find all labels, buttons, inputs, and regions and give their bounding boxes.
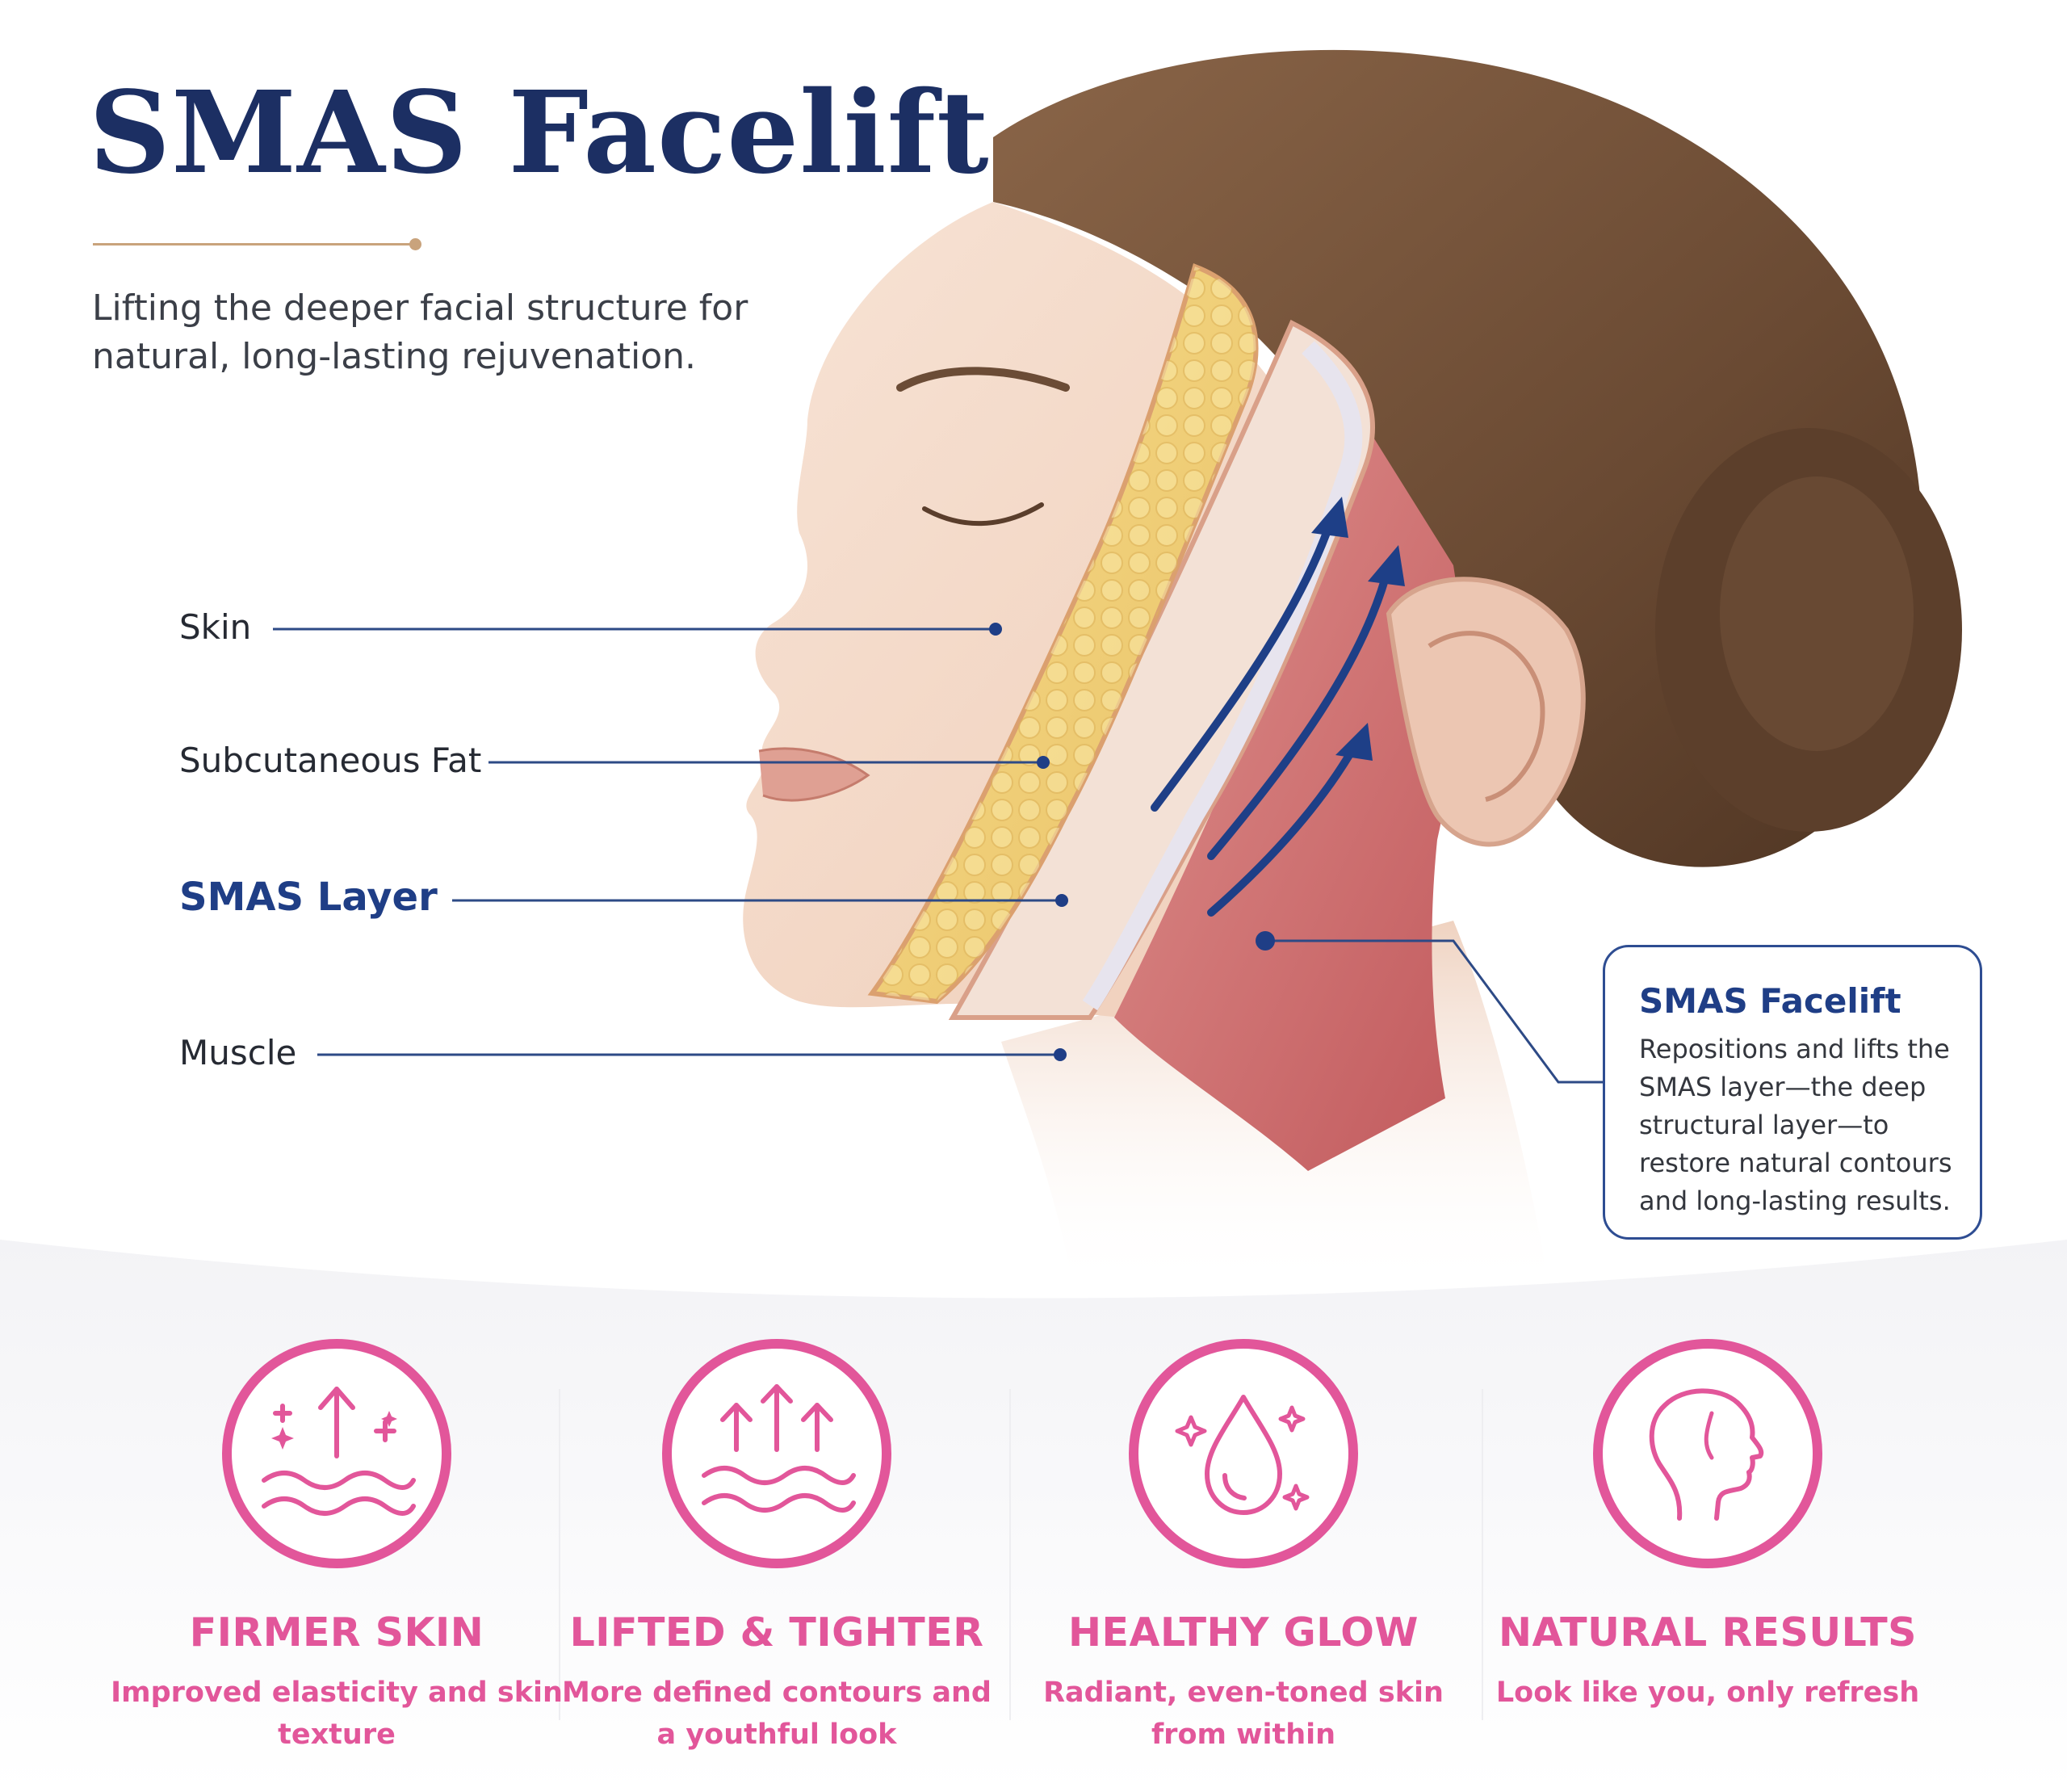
benefit-description: Look like you, only refresh: [1495, 1677, 1920, 1709]
page-title: SMAS Facelift: [89, 67, 990, 199]
benefit-title: HEALTHY GLOW: [1068, 1609, 1419, 1656]
smas-facelift-callout: SMAS Facelift Repositions and lifts the …: [1603, 945, 1982, 1240]
callout-text: Repositions and lifts the SMAS layer—the…: [1639, 1034, 1952, 1216]
bottom-curve-band: [0, 1240, 2067, 1792]
triple-up-arrows-waves-icon: [662, 1339, 891, 1568]
eyebrow: [896, 367, 1070, 392]
benefit-description: Radiant, even-toned skin from within: [1043, 1677, 1444, 1751]
ear: [1386, 577, 1586, 847]
pointer-lines: [273, 627, 1603, 1084]
skin-waves-up-arrow-icon: [222, 1339, 451, 1568]
lift-arrows: [1151, 513, 1393, 917]
label-smas-layer: SMAS Layer: [179, 875, 438, 920]
benefit-natural-results: NATURAL RESULTS Look like you, only refr…: [1482, 1337, 1934, 1714]
closed-eye: [922, 502, 1044, 527]
water-drop-sparkles-icon: [1129, 1339, 1358, 1568]
benefit-lifted-tighter: LIFTED & TIGHTER More defined contours a…: [551, 1337, 1003, 1756]
label-muscle: Muscle: [179, 1033, 297, 1072]
title-underline: [93, 243, 416, 246]
page-subtitle: Lifting the deeper facial structure for …: [92, 287, 748, 377]
callout-title: SMAS Facelift: [1639, 981, 1901, 1021]
title-underline-dot: [409, 238, 421, 250]
benefit-title: NATURAL RESULTS: [1499, 1609, 1917, 1656]
benefit-healthy-glow: HEALTHY GLOW Radiant, even-toned skin fr…: [1017, 1337, 1470, 1756]
label-subcutaneous-fat: Subcutaneous Fat: [179, 741, 482, 780]
face-profile-icon: [1593, 1339, 1822, 1568]
benefit-description: Improved elasticity and skin texture: [111, 1677, 563, 1751]
label-skin: Skin: [179, 607, 252, 647]
benefit-divider: [1009, 1389, 1011, 1720]
benefit-description: More defined contours and a youthful loo…: [562, 1677, 992, 1751]
benefit-divider: [1482, 1389, 1483, 1720]
benefit-firmer-skin: FIRMER SKIN Improved elasticity and skin…: [111, 1337, 563, 1756]
benefit-title: FIRMER SKIN: [189, 1609, 484, 1656]
benefit-divider: [559, 1389, 560, 1720]
benefit-title: LIFTED & TIGHTER: [569, 1609, 984, 1656]
